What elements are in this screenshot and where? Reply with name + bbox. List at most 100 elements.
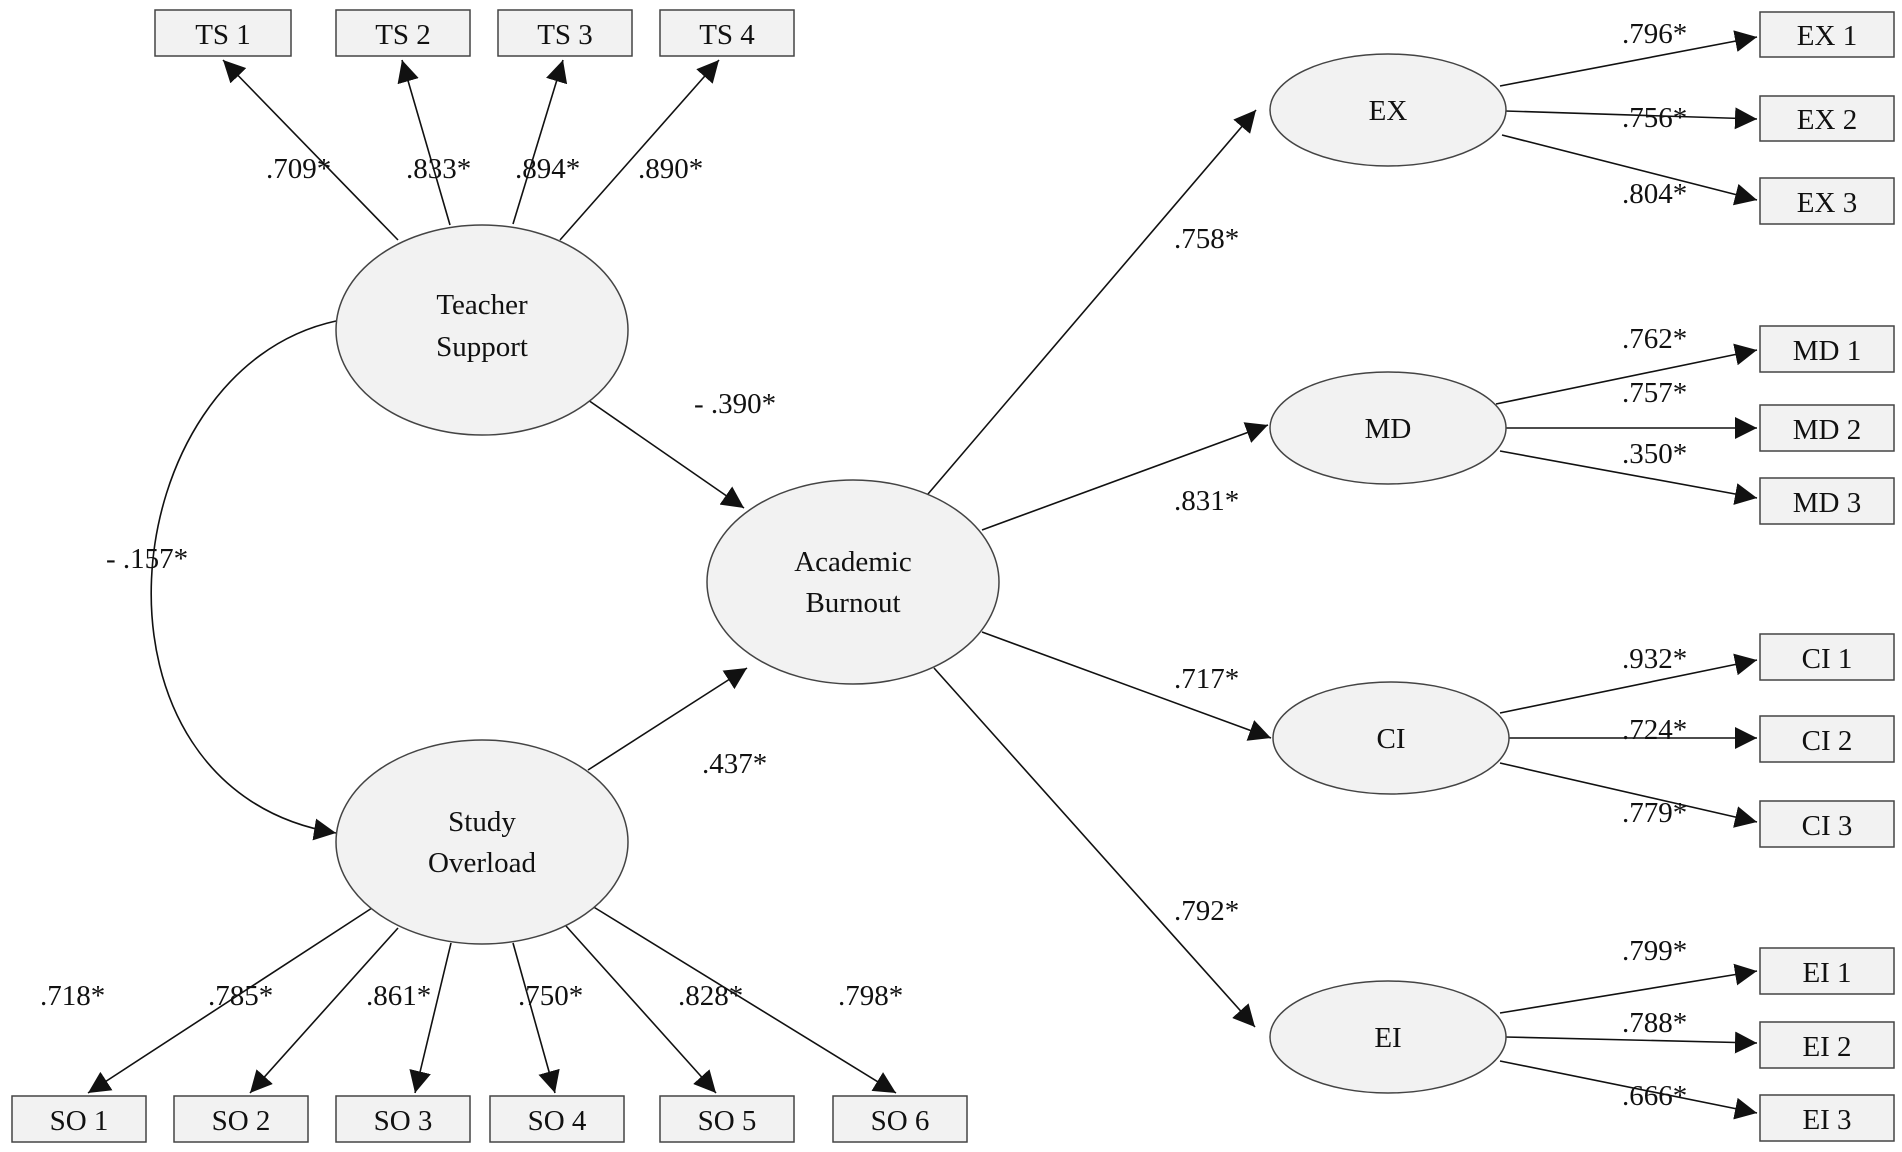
svg-text:MD 3: MD 3	[1793, 487, 1861, 519]
svg-text:TS 3: TS 3	[537, 19, 593, 51]
indicator-box-ts2: TS 2	[335, 9, 471, 57]
loading-label-ex1: .796*	[1622, 18, 1687, 50]
path-label-ab-md: .831*	[1174, 485, 1239, 517]
loading-label-so4: .750*	[518, 980, 583, 1012]
svg-text:MD 2: MD 2	[1793, 414, 1861, 446]
edge-ts-ts4	[559, 59, 720, 241]
svg-text:SO 4: SO 4	[528, 1105, 587, 1137]
svg-text:EI 3: EI 3	[1802, 1104, 1851, 1136]
indicator-box-ci2: CI 2	[1759, 715, 1895, 763]
loading-label-md1: .762*	[1622, 323, 1687, 355]
path-label-ts-ab: - .390*	[694, 388, 776, 420]
latent-node-ei: EI	[1269, 980, 1507, 1094]
svg-text:SO 6: SO 6	[871, 1105, 930, 1137]
loading-label-ex3: .804*	[1622, 178, 1687, 210]
loading-label-ts4: .890*	[638, 153, 703, 185]
edge-ab-md	[981, 422, 1269, 531]
edge-so-so2	[249, 927, 399, 1094]
svg-text:Overload: Overload	[428, 847, 536, 879]
svg-text:TS 1: TS 1	[195, 19, 251, 51]
indicator-box-ex2: EX 2	[1759, 95, 1895, 142]
svg-text:CI 3: CI 3	[1802, 810, 1853, 842]
indicator-box-so2: SO 2	[173, 1095, 309, 1143]
latent-node-ci: CI	[1272, 681, 1510, 795]
indicator-box-so4: SO 4	[489, 1095, 625, 1143]
edge-md-md3	[1499, 450, 1758, 505]
edge-ei-ei2	[1504, 1031, 1758, 1054]
edge-ex-ex3	[1501, 134, 1758, 206]
edge-so-so4	[512, 942, 560, 1094]
svg-text:MD: MD	[1365, 413, 1412, 445]
edge-ei-ei1	[1499, 963, 1758, 1014]
svg-text:Burnout: Burnout	[805, 587, 900, 619]
svg-text:CI 2: CI 2	[1802, 725, 1853, 757]
edge-ab-ei	[933, 667, 1256, 1028]
edge-so-so1	[87, 907, 373, 1094]
svg-text:EI 1: EI 1	[1802, 957, 1851, 989]
edge-so-ab	[587, 667, 748, 771]
indicator-box-so1: SO 1	[11, 1095, 147, 1143]
loading-label-ei2: .788*	[1622, 1007, 1687, 1039]
indicator-box-ex3: EX 3	[1759, 177, 1895, 225]
path-label-so-ab: .437*	[702, 748, 767, 780]
edge-ts-so-covariance	[150, 320, 337, 841]
latent-node-teacher-support: Teacher Support	[335, 224, 629, 436]
loading-label-so1: .718*	[40, 980, 105, 1012]
svg-text:SO 2: SO 2	[212, 1105, 271, 1137]
loading-label-so2: .785*	[208, 980, 273, 1012]
loading-label-ts2: .833*	[406, 153, 471, 185]
latent-node-academic-burnout: Academic Burnout	[706, 479, 1000, 685]
svg-text:TS 2: TS 2	[375, 19, 431, 51]
loading-label-md3: .350*	[1622, 438, 1687, 470]
edge-ts-ts1	[222, 59, 399, 241]
edge-ci-ci1	[1499, 653, 1758, 714]
latent-node-ex: EX	[1269, 53, 1507, 167]
svg-text:TS 4: TS 4	[699, 19, 755, 51]
loading-label-ex2: .756*	[1622, 102, 1687, 134]
latent-node-study-overload: Study Overload	[335, 739, 629, 945]
svg-text:CI: CI	[1377, 723, 1406, 755]
loading-label-ci3: .779*	[1622, 797, 1687, 829]
svg-text:EX 1: EX 1	[1797, 20, 1857, 52]
indicator-box-md3: MD 3	[1759, 477, 1895, 525]
svg-text:EI: EI	[1374, 1022, 1401, 1054]
edge-ts-ts3	[512, 59, 568, 225]
svg-text:EX 2: EX 2	[1797, 104, 1857, 136]
edge-ex-ex2	[1504, 107, 1758, 130]
loading-label-md2: .757*	[1622, 377, 1687, 409]
path-label-ab-ei: .792*	[1174, 895, 1239, 927]
svg-text:MD 1: MD 1	[1793, 335, 1861, 367]
edge-ex-ex1	[1499, 30, 1758, 87]
loading-label-so6: .798*	[838, 980, 903, 1012]
svg-text:SO 5: SO 5	[698, 1105, 757, 1137]
indicator-box-so3: SO 3	[335, 1095, 471, 1143]
svg-text:EI 2: EI 2	[1802, 1031, 1851, 1063]
loading-label-ts1: .709*	[266, 153, 331, 185]
edge-so-so6	[591, 905, 897, 1094]
edge-ts-ab	[587, 399, 745, 509]
indicator-box-ci3: CI 3	[1759, 800, 1895, 848]
loading-label-ts3: .894*	[515, 153, 580, 185]
loading-label-so5: .828*	[678, 980, 743, 1012]
svg-text:Teacher: Teacher	[436, 289, 528, 321]
latent-node-md: MD	[1269, 371, 1507, 485]
edge-md-md1	[1495, 343, 1758, 405]
indicator-box-ex1: EX 1	[1759, 11, 1895, 58]
edge-ei-ei3	[1499, 1060, 1758, 1120]
loading-label-ei1: .799*	[1622, 935, 1687, 967]
loading-label-ei3: .666*	[1622, 1080, 1687, 1112]
svg-text:EX 3: EX 3	[1797, 187, 1857, 219]
indicator-box-md2: MD 2	[1759, 404, 1895, 452]
loading-label-so3: .861*	[366, 980, 431, 1012]
edge-so-so5	[565, 925, 717, 1094]
indicator-box-so6: SO 6	[832, 1095, 968, 1143]
edge-ab-ex	[927, 109, 1257, 495]
indicator-box-ei3: EI 3	[1759, 1094, 1895, 1142]
loading-label-ci2: .724*	[1622, 714, 1687, 746]
svg-text:Academic: Academic	[794, 546, 912, 578]
edge-ts-ts2	[397, 59, 451, 226]
path-label-ab-ci: .717*	[1174, 663, 1239, 695]
edge-ab-ci	[981, 631, 1272, 741]
svg-text:SO 1: SO 1	[50, 1105, 109, 1137]
path-label-ts-so: - .157*	[106, 543, 188, 575]
